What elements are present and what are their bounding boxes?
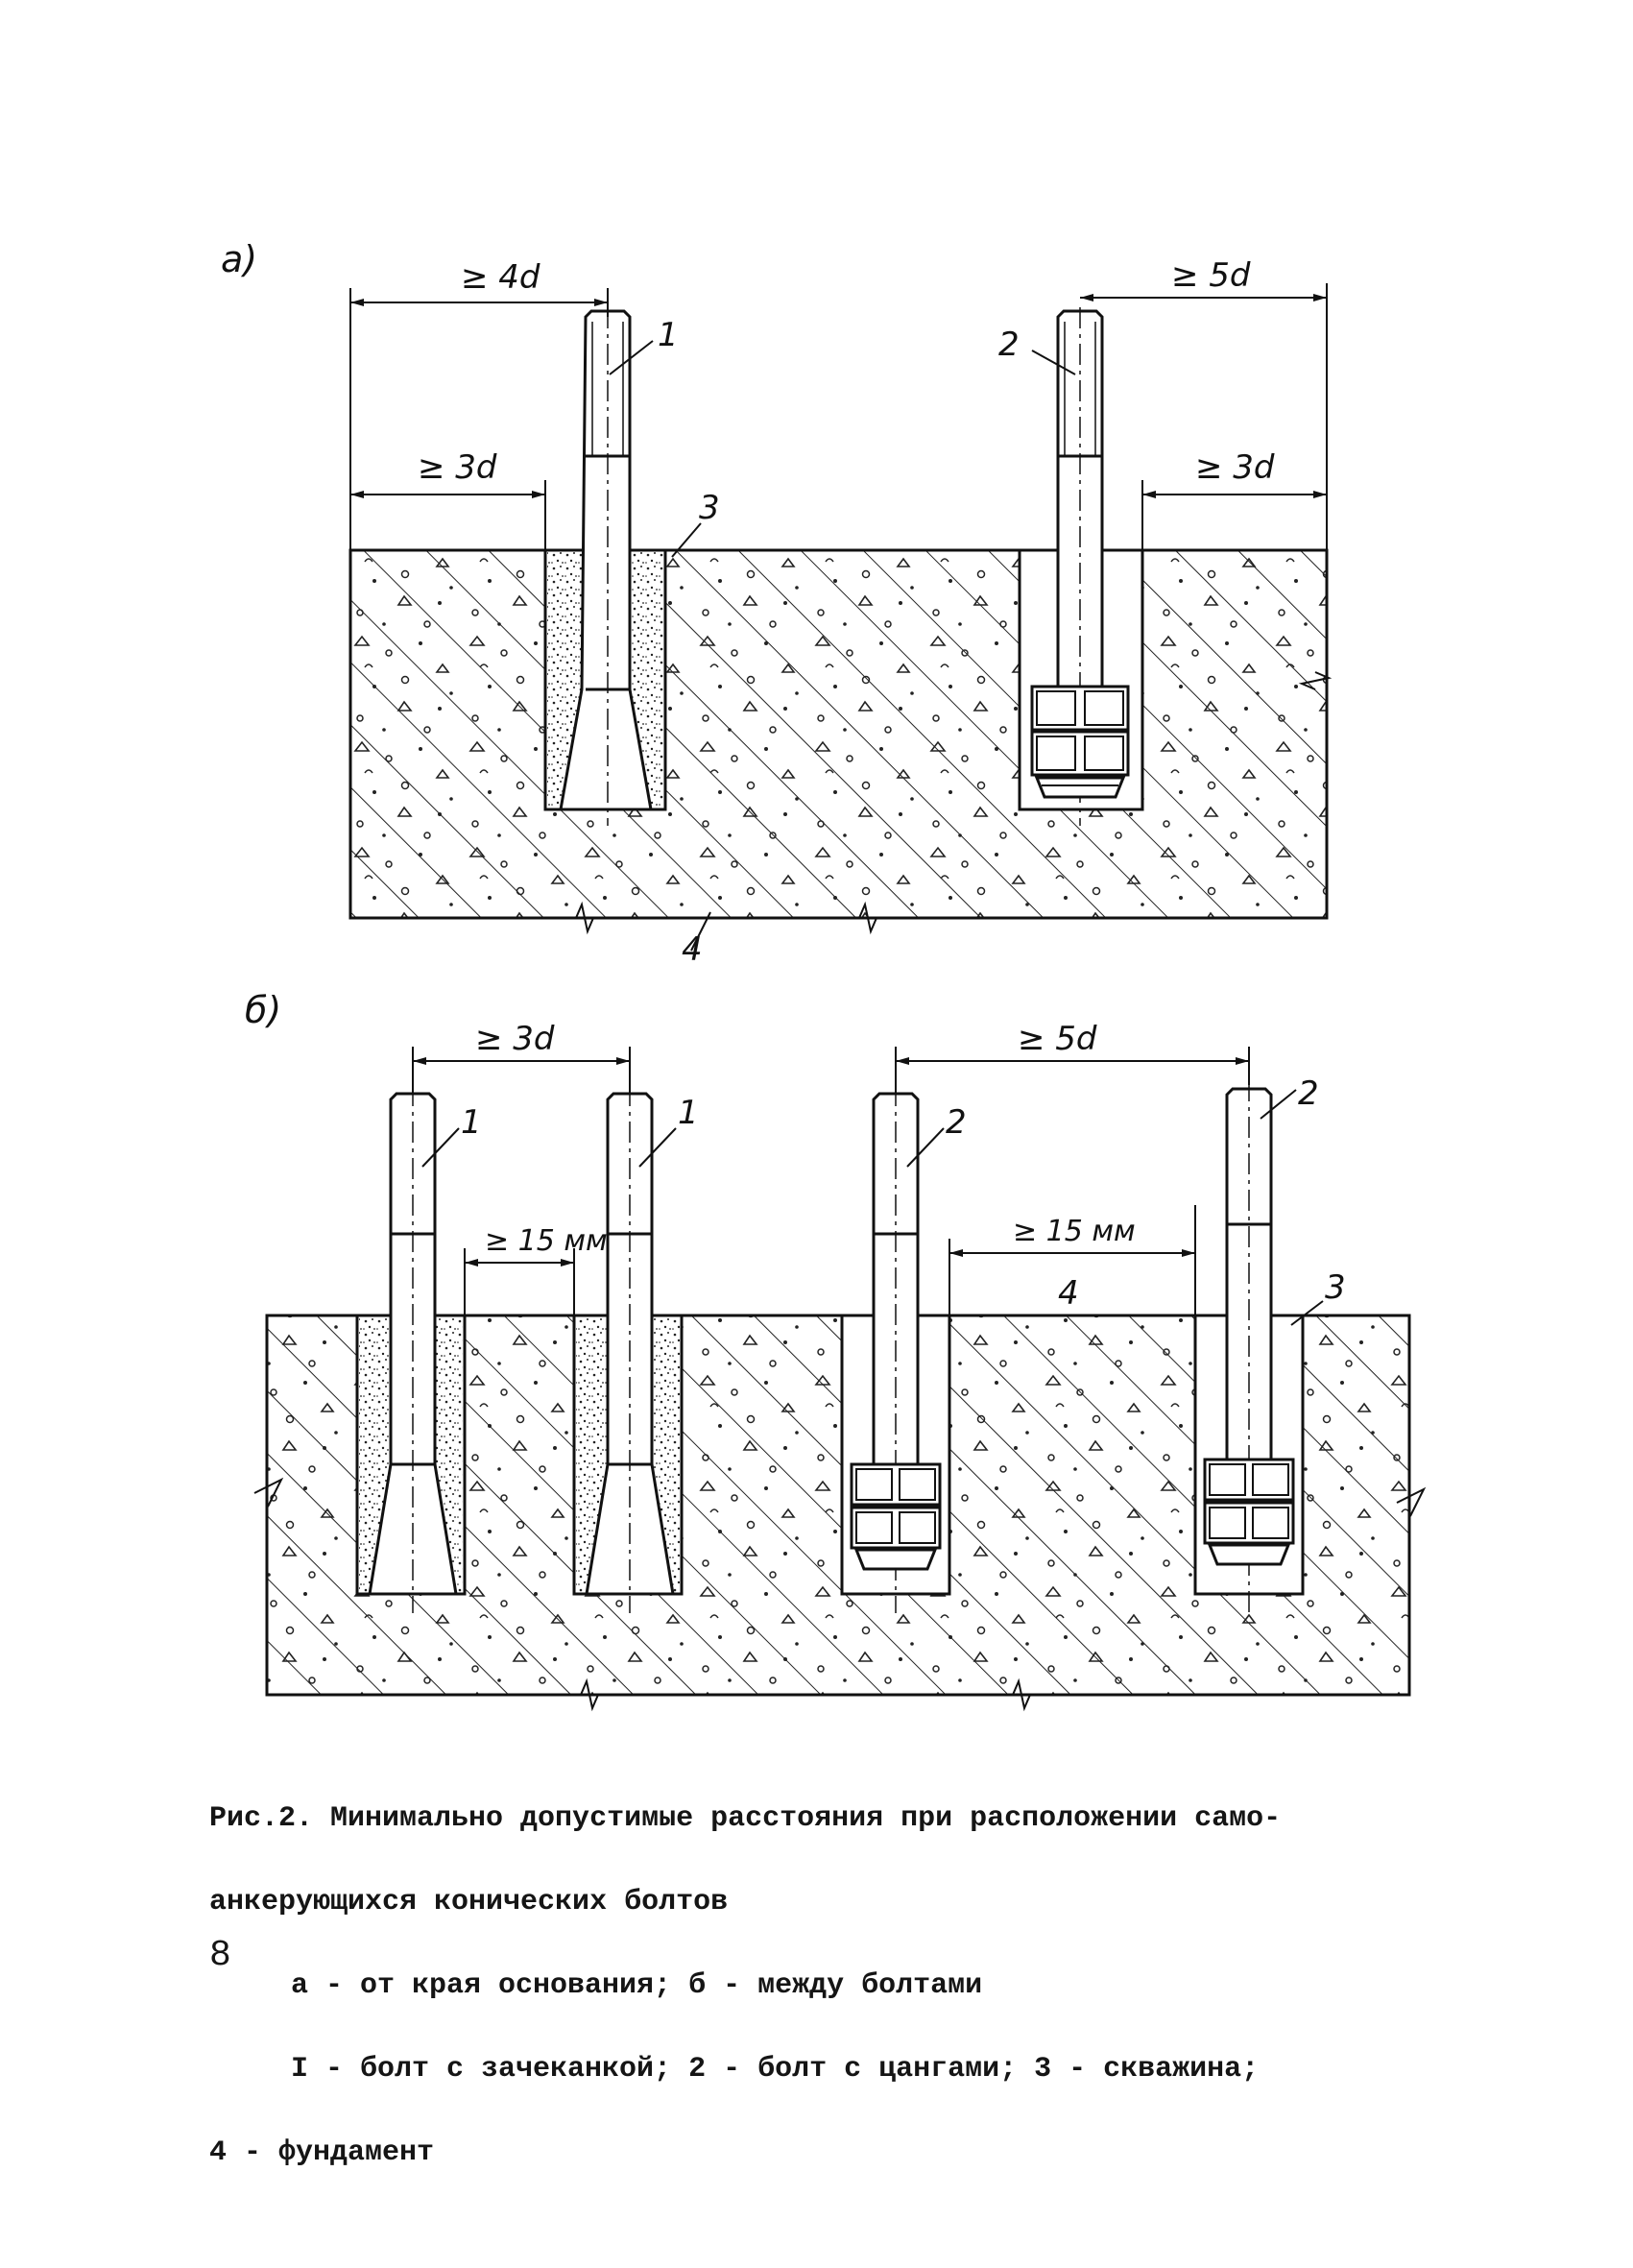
figure-b: б) [245,989,1427,1712]
caption-line-1: Рис.2. Минимально допустимые расстояния … [209,1802,1282,1835]
hole-with-caulked-bolt-b1 [355,1085,467,1613]
figure-caption: Рис.2. Минимально допустимые расстояния … [209,1749,1457,2195]
dim-label-3d-left: ≥ 3d [418,448,497,487]
dim-label-5d: ≥ 5d [1171,256,1251,295]
callout-2-b1: 2 [946,1103,967,1142]
caption-line-2: анкерующихся конических болтов [209,1886,729,1918]
dim-label-3d-b: ≥ 3d [475,1020,555,1058]
dim-label-15mm-left: ≥ 15 мм [485,1224,608,1258]
hole-with-collet-bolt-a [1018,307,1144,826]
callout-2-a: 2 [998,326,1020,364]
callout-4-a: 4 [682,930,703,969]
hole-with-collet-bolt-b2 [1193,1080,1305,1613]
figure-a: а) [221,238,1333,969]
panel-label-b: б) [245,989,281,1031]
callout-1-b2: 1 [678,1094,699,1132]
foundation-block-a [348,548,1333,935]
callout-3-b: 3 [1325,1268,1346,1307]
dimensions-b [412,1047,1324,1326]
hole-with-caulked-bolt-b2 [572,1085,684,1613]
dim-label-5d-b: ≥ 5d [1018,1020,1097,1058]
caption-line-4: I - болт с зачеканкой; 2 - болт с цангам… [291,2053,1260,2086]
callout-1-b1: 1 [461,1103,482,1142]
dim-label-15mm-right: ≥ 15 мм [1013,1215,1136,1248]
callout-1-a: 1 [658,316,679,354]
dim-label-4d: ≥ 4d [461,258,540,297]
hole-with-collet-bolt-b1 [840,1085,951,1613]
caption-line-3: а - от края основания; б - между болтами [291,1969,983,2002]
dimensions-a [349,283,1328,952]
callout-2-b2: 2 [1298,1074,1319,1113]
page-number: 8 [209,1935,231,1976]
callout-4-b: 4 [1058,1274,1079,1313]
panel-label-a: а) [221,238,257,280]
callout-3-a: 3 [699,489,720,527]
dim-label-3d-right: ≥ 3d [1195,448,1275,487]
caption-line-5: 4 - фундамент [209,2136,435,2169]
hole-with-caulked-bolt-a [543,307,667,826]
